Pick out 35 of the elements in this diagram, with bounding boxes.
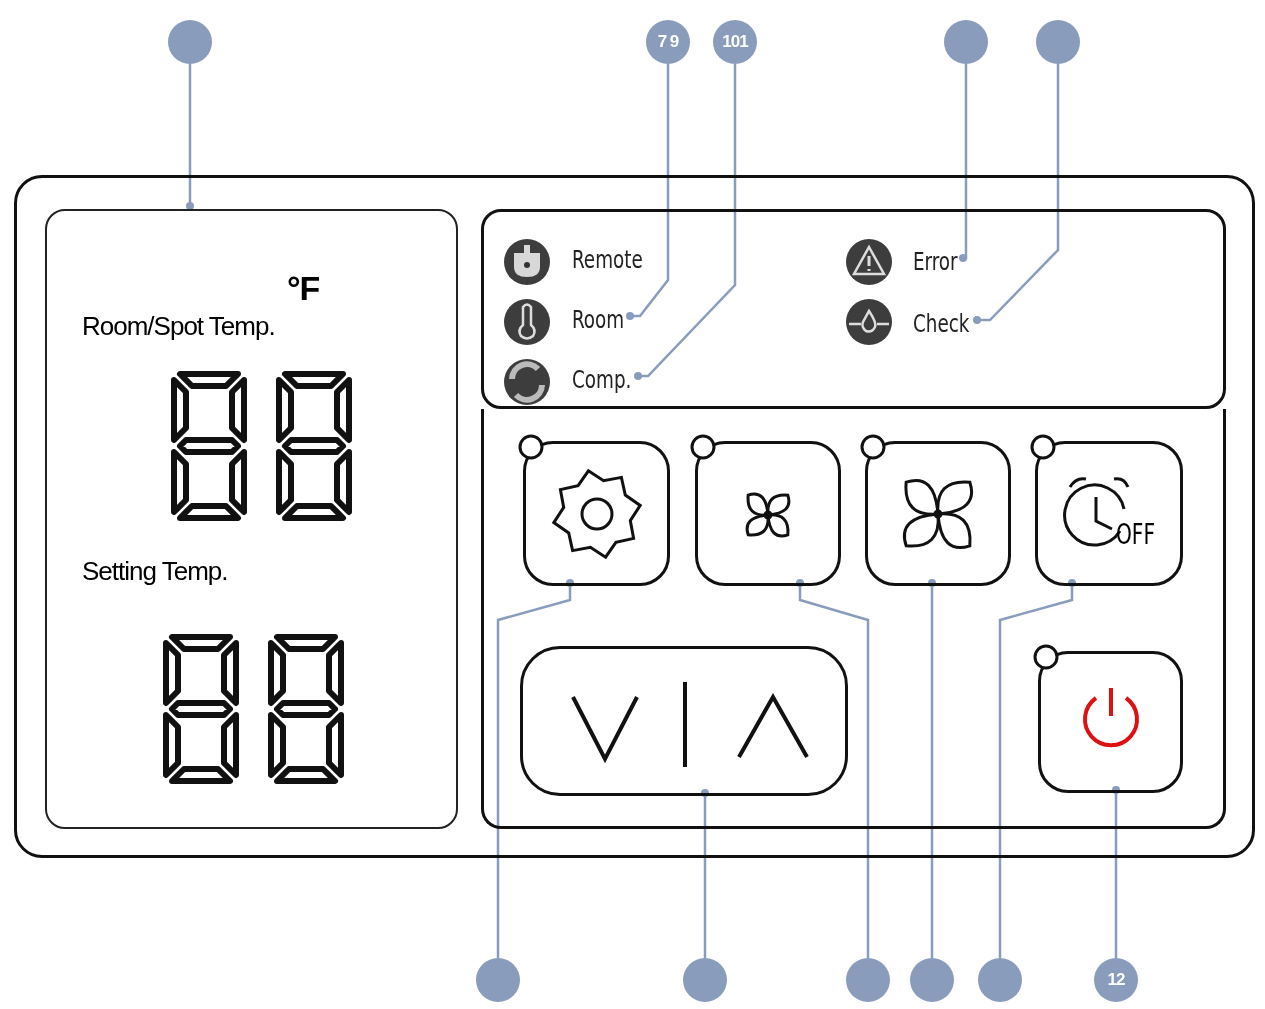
leader-line [998, 579, 1076, 958]
callout-number: 101 [713, 20, 757, 64]
callout-number [476, 958, 520, 1002]
display-panel [45, 209, 458, 829]
indicator-label: Comp. [572, 366, 632, 398]
callout-number [1036, 20, 1080, 64]
leader-line [959, 64, 968, 262]
leader-line [796, 579, 870, 958]
indicator-label: Remote [572, 246, 643, 278]
indicator-label: Check [913, 310, 970, 342]
leader-line [634, 64, 737, 380]
leader-line [928, 579, 936, 958]
indicator-label: Room [572, 306, 625, 338]
callout-number [978, 958, 1022, 1002]
display-label: Setting Temp. [82, 556, 228, 587]
callout-number [846, 958, 890, 1002]
off-label: OFF [1116, 518, 1156, 551]
indicator-label: Error [913, 248, 958, 280]
callout-number: 7 9 [646, 20, 690, 64]
control-panel [14, 175, 1255, 858]
leader-line [626, 64, 670, 320]
leader-line [1112, 786, 1120, 958]
indicator-panel [481, 209, 1226, 409]
callout-number [944, 20, 988, 64]
unit-label: °F [287, 269, 320, 308]
callout-number: 12 [1094, 958, 1138, 1002]
temperature-adjust-button [520, 646, 848, 796]
callout-number [910, 958, 954, 1002]
display-label: Room/Spot Temp. [82, 311, 275, 342]
leader-line [186, 64, 194, 210]
leader-line [973, 64, 1060, 324]
leader-line [496, 579, 574, 958]
leader-line [701, 789, 709, 958]
callout-number [168, 20, 212, 64]
callout-number [683, 958, 727, 1002]
